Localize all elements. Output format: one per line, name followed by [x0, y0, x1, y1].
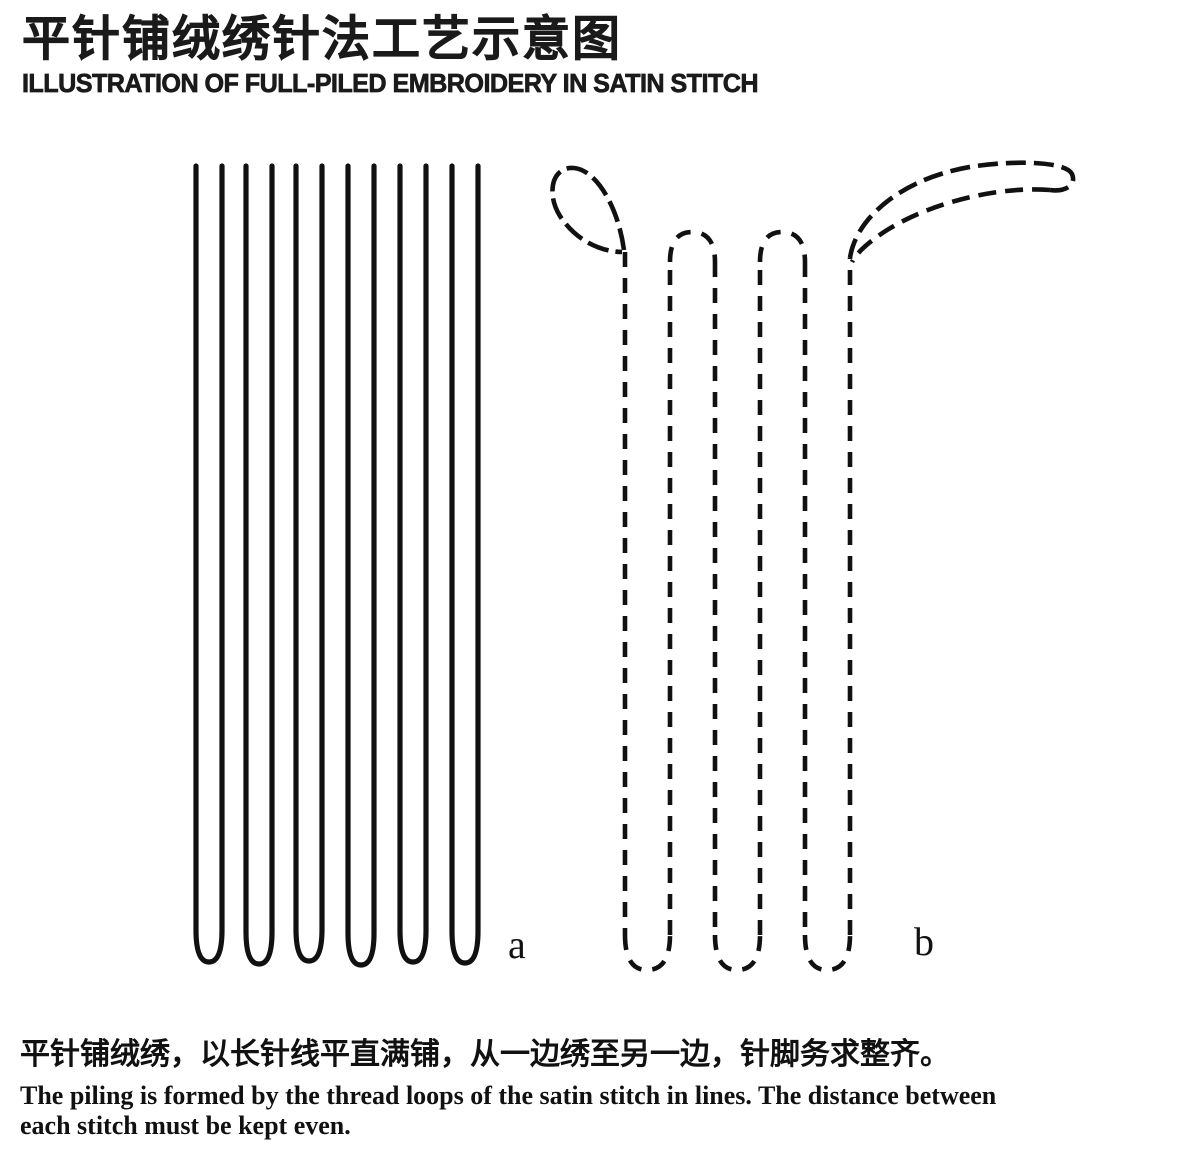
dashed-top-arch-2 — [757, 229, 808, 263]
caption-english-line-2: each stitch must be kept even. — [20, 1111, 351, 1141]
dashed-bottom-uturn-3 — [802, 934, 853, 973]
page-title-chinese: 平针铺绒绣针法工艺示意图 — [22, 11, 623, 67]
dashed-upper-right-loop-outer — [847, 160, 1076, 259]
solid-loop-1 — [193, 163, 225, 965]
solid-loop-4 — [345, 163, 377, 968]
embroidery-stitch-diagram: a — [193, 160, 1076, 973]
solid-loop-2 — [243, 163, 275, 967]
figure-label-b: b — [914, 919, 934, 964]
solid-loop-5 — [397, 163, 429, 965]
solid-loop-3 — [293, 163, 325, 964]
dashed-bottom-uturn-1 — [622, 934, 673, 973]
dashed-upper-left-loop — [550, 165, 627, 255]
dashed-top-arch-1 — [667, 229, 718, 263]
caption-chinese: 平针铺绒绣，以长针线平直满铺，从一边绣至另一边，针脚务求整齐。 — [20, 1037, 950, 1072]
dashed-bottom-uturn-2 — [712, 934, 763, 973]
caption-english: The piling is formed by the thread loops… — [20, 1081, 1192, 1142]
solid-loop-6 — [449, 163, 481, 966]
diagram-figure: a — [0, 140, 1200, 1020]
dashed-upper-right-loop-inner — [849, 187, 1051, 264]
panel-a-solid-loops — [193, 163, 481, 968]
title-block: 平针铺绒绣针法工艺示意图 ILLUSTRATION OF FULL-PILED … — [22, 11, 1022, 98]
caption-english-line-1: The piling is formed by the thread loops… — [20, 1080, 997, 1110]
figure-label-a: a — [508, 922, 526, 967]
panel-b-dashed-stitches — [550, 160, 1076, 973]
page-title-english: ILLUSTRATION OF FULL-PILED EMBROIDERY IN… — [22, 67, 759, 98]
caption-block: 平针铺绒绣，以长针线平直满铺，从一边绣至另一边，针脚务求整齐。 The pili… — [20, 1037, 1192, 1142]
